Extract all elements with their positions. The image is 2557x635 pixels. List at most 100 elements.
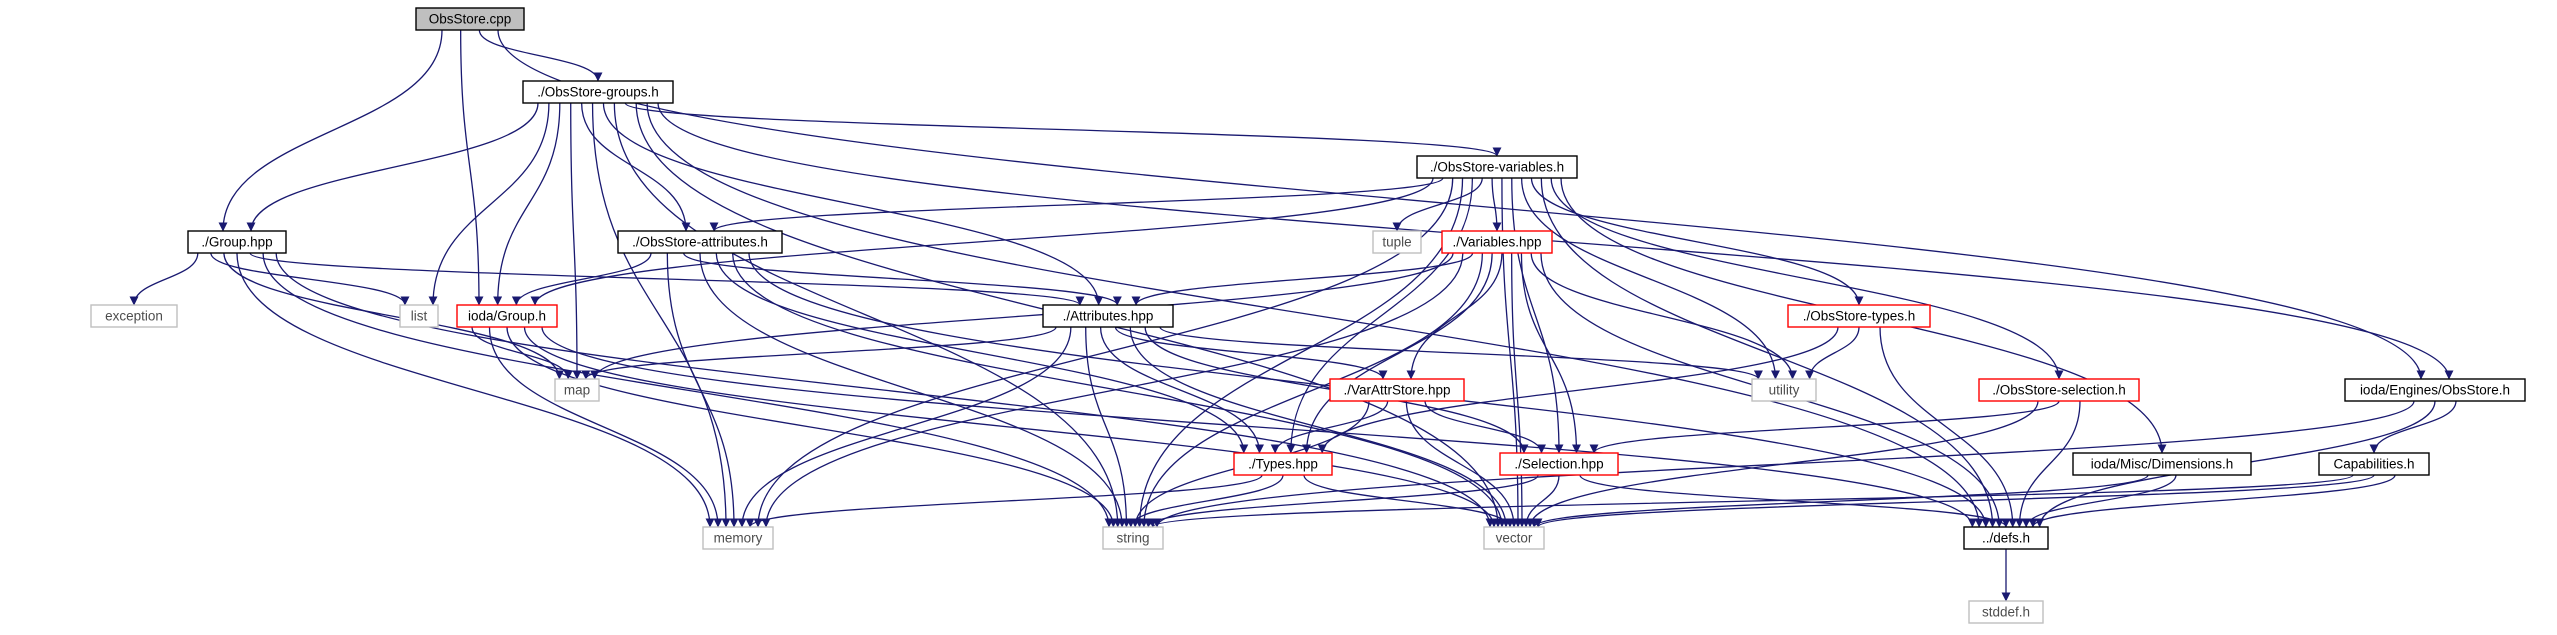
edge-variables-hpp-to-attributes-hpp bbox=[1131, 252, 1474, 306]
node-varattrstore-hpp[interactable]: ./VarAttrStore.hpp bbox=[1329, 378, 1465, 402]
edge-capabilities-h-to-string bbox=[1148, 474, 2354, 528]
node-box bbox=[1102, 526, 1164, 550]
edge-obsstore-groups-h-to-ioda-engines-obsstore-h bbox=[657, 102, 2454, 380]
node-obsstore-types-h[interactable]: ./ObsStore-types.h bbox=[1787, 304, 1931, 328]
node-box bbox=[1329, 378, 1465, 402]
node-box bbox=[617, 230, 783, 254]
node-label: ./Variables.hpp bbox=[1452, 235, 1541, 250]
edge-variables-hpp-to-memory bbox=[761, 252, 1464, 528]
edge-obsstore-variables-h-to-defs-h bbox=[1540, 177, 1998, 528]
edge-attributes-hpp-to-types-hpp bbox=[1099, 326, 1264, 454]
node-attributes-hpp[interactable]: ./Attributes.hpp bbox=[1042, 304, 1174, 328]
node-box bbox=[456, 304, 558, 328]
node-label: ./ObsStore-selection.h bbox=[1992, 383, 2126, 398]
edge-attributes-hpp-to-map bbox=[581, 326, 1057, 380]
node-box bbox=[1963, 526, 2049, 550]
node-exception: exception bbox=[90, 304, 178, 328]
node-obsstore-variables-h[interactable]: ./ObsStore-variables.h bbox=[1416, 155, 1578, 179]
edge-variables-hpp-to-vector bbox=[1511, 252, 1527, 528]
edge-group-hpp-to-memory bbox=[236, 252, 715, 528]
node-utility: utility bbox=[1751, 378, 1817, 402]
node-label: stddef.h bbox=[1982, 605, 2030, 620]
node-label: ioda/Group.h bbox=[468, 309, 546, 324]
edge-ioda-misc-dimensions-h-to-vector bbox=[1529, 474, 2149, 528]
edge-variables-hpp-to-utility bbox=[1530, 252, 1797, 380]
edge-ioda-group-h-to-map bbox=[471, 326, 573, 380]
edge-obsstore-types-h-to-types-hpp bbox=[1317, 326, 1839, 454]
node-box bbox=[415, 7, 525, 31]
node-label: ../defs.h bbox=[1982, 531, 2030, 546]
node-group-hpp[interactable]: ./Group.hpp bbox=[187, 230, 287, 254]
node-map: map bbox=[554, 378, 600, 402]
node-box bbox=[90, 304, 178, 328]
node-tuple: tuple bbox=[1372, 230, 1422, 254]
edge-variables-hpp-to-selection-hpp bbox=[1520, 252, 1581, 454]
node-label: ./Group.hpp bbox=[201, 235, 272, 250]
edge-obsstore-attributes-h-to-attributes-hpp bbox=[683, 252, 1122, 306]
node-defs-h[interactable]: ../defs.h bbox=[1963, 526, 2049, 550]
edge-types-hpp-to-vector bbox=[1303, 474, 1515, 528]
node-variables-hpp[interactable]: ./Variables.hpp bbox=[1441, 230, 1553, 254]
node-label: list bbox=[411, 309, 428, 324]
node-box bbox=[1968, 600, 2044, 624]
node-label: ./Attributes.hpp bbox=[1063, 309, 1154, 324]
edge-obsstore-variables-h-to-obsstore-types-h bbox=[1530, 177, 1864, 306]
edge-obsstore-groups-h-to-group-hpp bbox=[246, 102, 539, 232]
node-label: utility bbox=[1769, 383, 1800, 398]
edge-group-hpp-to-vector bbox=[275, 252, 1495, 528]
edge-selection-hpp-to-vector bbox=[1521, 474, 1560, 528]
edge-obsstore-groups-h-to-obsstore-variables-h bbox=[624, 102, 1502, 157]
node-obsstore-selection-h[interactable]: ./ObsStore-selection.h bbox=[1978, 378, 2140, 402]
node-capabilities-h[interactable]: Capabilities.h bbox=[2318, 452, 2430, 476]
node-label: string bbox=[1116, 531, 1149, 546]
edge-obsstore-variables-h-to-obsstore-selection-h bbox=[1550, 177, 2064, 380]
node-ioda-group-h[interactable]: ioda/Group.h bbox=[456, 304, 558, 328]
edge-ioda-group-h-to-defs-h bbox=[541, 326, 1977, 528]
edge-obsstore-attributes-h-to-string bbox=[699, 252, 1127, 528]
node-label: ./ObsStore-variables.h bbox=[1430, 160, 1564, 175]
edge-obsstore-variables-h-to-utility bbox=[1520, 177, 1780, 380]
node-label: ObsStore.cpp bbox=[429, 12, 512, 27]
node-label: vector bbox=[1496, 531, 1533, 546]
node-box bbox=[1499, 452, 1619, 476]
edge-variables-hpp-to-string bbox=[1139, 252, 1483, 528]
node-box bbox=[554, 378, 600, 402]
node-label: ./ObsStore-groups.h bbox=[537, 85, 659, 100]
edge-obsstore-types-h-to-defs-h bbox=[1879, 326, 2018, 528]
node-obsstore-attributes-h[interactable]: ./ObsStore-attributes.h bbox=[617, 230, 783, 254]
node-label: map bbox=[564, 383, 590, 398]
node-obsstore-cpp[interactable]: ObsStore.cpp bbox=[415, 7, 525, 31]
node-box bbox=[1483, 526, 1545, 550]
node-string: string bbox=[1102, 526, 1164, 550]
edge-varattrstore-hpp-to-types-hpp bbox=[1270, 400, 1389, 454]
node-label: memory bbox=[714, 531, 763, 546]
node-vector: vector bbox=[1483, 526, 1545, 550]
edge-types-hpp-to-string bbox=[1126, 474, 1284, 528]
edge-obsstore-groups-h-to-memory bbox=[591, 102, 731, 528]
node-stddef-h: stddef.h bbox=[1968, 600, 2044, 624]
edge-obsstore-groups-h-to-ioda-group-h bbox=[493, 102, 561, 306]
edge-ioda-group-h-to-vector bbox=[523, 326, 1499, 528]
node-selection-hpp[interactable]: ./Selection.hpp bbox=[1499, 452, 1619, 476]
node-label: ./ObsStore-attributes.h bbox=[632, 235, 768, 250]
edge-obsstore-groups-h-to-defs-h bbox=[646, 102, 1984, 528]
edge-group-hpp-to-string bbox=[262, 252, 1114, 528]
edge-group-hpp-to-attributes-hpp bbox=[249, 252, 1085, 306]
node-types-hpp[interactable]: ./Types.hpp bbox=[1233, 452, 1333, 476]
edge-obsstore-cpp-to-obsstore-groups-h bbox=[478, 29, 603, 82]
node-memory: memory bbox=[702, 526, 774, 550]
node-box bbox=[1233, 452, 1333, 476]
node-ioda-misc-dimensions-h[interactable]: ioda/Misc/Dimensions.h bbox=[2072, 452, 2252, 476]
edge-capabilities-h-to-defs-h bbox=[2028, 474, 2396, 528]
edge-variables-hpp-to-map bbox=[590, 252, 1454, 380]
edge-types-hpp-to-memory bbox=[745, 474, 1263, 528]
edge-obsstore-groups-h-to-string bbox=[613, 102, 1123, 528]
node-obsstore-groups-h[interactable]: ./ObsStore-groups.h bbox=[522, 80, 674, 104]
node-box bbox=[187, 230, 287, 254]
edge-obsstore-cpp-to-group-hpp bbox=[218, 29, 443, 232]
node-box bbox=[2344, 378, 2526, 402]
node-ioda-engines-obsstore-h[interactable]: ioda/Engines/ObsStore.h bbox=[2344, 378, 2526, 402]
node-label: ./Selection.hpp bbox=[1514, 457, 1603, 472]
edge-obsstore-groups-h-to-obsstore-attributes-h bbox=[580, 102, 691, 232]
